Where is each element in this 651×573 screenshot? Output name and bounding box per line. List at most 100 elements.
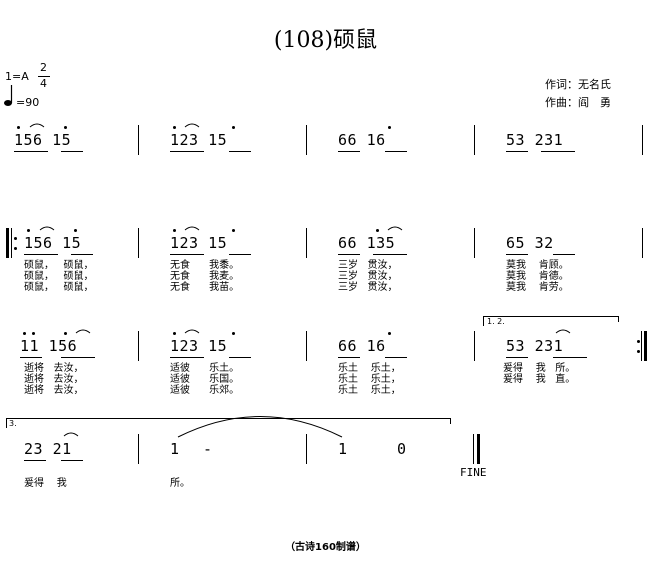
measure-3-4: 53 231 [506,337,564,355]
lyric-line: 所。 [170,478,190,489]
volta-label-1-2: 1. 2. [487,317,505,326]
beam-underline [170,254,204,255]
repeat-dot [637,350,640,353]
page-title: (108)硕鼠 [273,28,378,53]
volta-bracket-left [483,316,484,326]
barline [138,228,139,258]
measure-4-1: 23 21 [24,440,72,458]
measure-3-3: 66 16 [338,337,386,355]
final-barline-thin [473,434,474,464]
high-octave-dot [388,126,391,129]
barline [306,434,307,464]
high-octave-dot [232,126,235,129]
beam-underline [20,357,42,358]
measure-1-1: 156 15 [14,131,72,149]
beam-underline [553,357,587,358]
high-octave-dot [376,229,379,232]
time-signature-bottom: 4 [40,77,47,90]
lyric-line: 硕鼠， 硕鼠， [24,260,94,271]
volta-bracket-top [6,418,450,419]
beam-underline [338,357,360,358]
volta-label-3: 3. [9,419,17,428]
beam-underline [541,151,575,152]
repeat-start-thin [11,228,12,258]
repeat-dot [14,237,17,240]
footer-credit: （古诗160制谱） [285,542,366,553]
lyric-line: 三岁 贯汝， [338,271,398,282]
measure-3-2: 123 15 [170,337,228,355]
repeat-start-barline [6,228,9,258]
high-octave-dot [232,229,235,232]
beam-underline [14,151,48,152]
beam-underline [229,254,251,255]
lyric-line: 莫我 肯劳。 [506,282,569,293]
barline [138,434,139,464]
measure-4-3: 1 0 [338,440,407,458]
tempo-marking: =90 [16,96,40,109]
lyric-line: 逝将 去汝， [24,374,84,385]
barline [474,331,475,361]
lyric-line: 莫我 肯顾。 [506,260,569,271]
lyric-line: 无食 我苗。 [170,282,240,293]
barline [642,228,643,258]
barline [306,125,307,155]
beam-underline [506,357,528,358]
beam-underline [338,254,360,255]
lyric-line: 三岁 贯汝， [338,260,398,271]
lyric-line: 硕鼠， 硕鼠， [24,282,94,293]
final-barline-thick [477,434,480,464]
high-octave-dot [173,126,176,129]
lyric-line: 三岁 贯汝， [338,282,398,293]
high-octave-dot [32,332,35,335]
beam-underline [24,460,46,461]
volta-bracket-right [450,418,451,424]
beam-underline [24,254,58,255]
lyric-line: 乐土 乐土， [338,374,401,385]
beam-underline [385,151,407,152]
lyric-line: 硕鼠， 硕鼠， [24,271,94,282]
beam-underline [170,151,204,152]
volta-bracket-top [483,316,618,317]
high-octave-dot [64,332,67,335]
high-octave-dot [23,332,26,335]
lyric-line: 适彼 乐国。 [170,374,240,385]
high-octave-dot [173,229,176,232]
repeat-dot [14,247,17,250]
lyric-line: 乐土 乐土， [338,363,401,374]
lyric-line: 爰得 我 [24,478,67,489]
volta-bracket-left [6,418,7,428]
barline [306,228,307,258]
lyric-line: 适彼 乐土。 [170,363,240,374]
measure-2-4: 65 32 [506,234,554,252]
composer-credit: 作曲：阎 勇 [545,96,611,109]
measure-2-3: 66 135 [338,234,396,252]
fine-marking: FINE [460,466,487,479]
lyric-line: 乐土 乐土， [338,385,401,396]
barline [138,125,139,155]
beam-underline [71,254,93,255]
high-octave-dot [173,332,176,335]
time-signature-line [38,76,50,77]
measure-4-2: 1 - [170,440,213,458]
beam-underline [229,151,251,152]
lyric-line: 无食 我黍。 [170,260,240,271]
high-octave-dot [388,332,391,335]
volta-bracket-right [618,316,619,322]
repeat-end-thin [641,331,642,361]
beam-underline [170,357,204,358]
lyric-line: 逝将 去汝， [24,385,84,396]
barline [474,125,475,155]
measure-1-2: 123 15 [170,131,228,149]
measure-1-4: 53 231 [506,131,564,149]
barline [138,331,139,361]
barline [306,331,307,361]
beam-underline [385,357,407,358]
lyricist-credit: 作词：无名氏 [545,78,611,91]
high-octave-dot [27,229,30,232]
measure-3-1: 11 156 [20,337,78,355]
repeat-dot [637,340,640,343]
lyric-line: 无食 我麦。 [170,271,240,282]
beam-underline [61,357,95,358]
barline [474,228,475,258]
high-octave-dot [232,332,235,335]
